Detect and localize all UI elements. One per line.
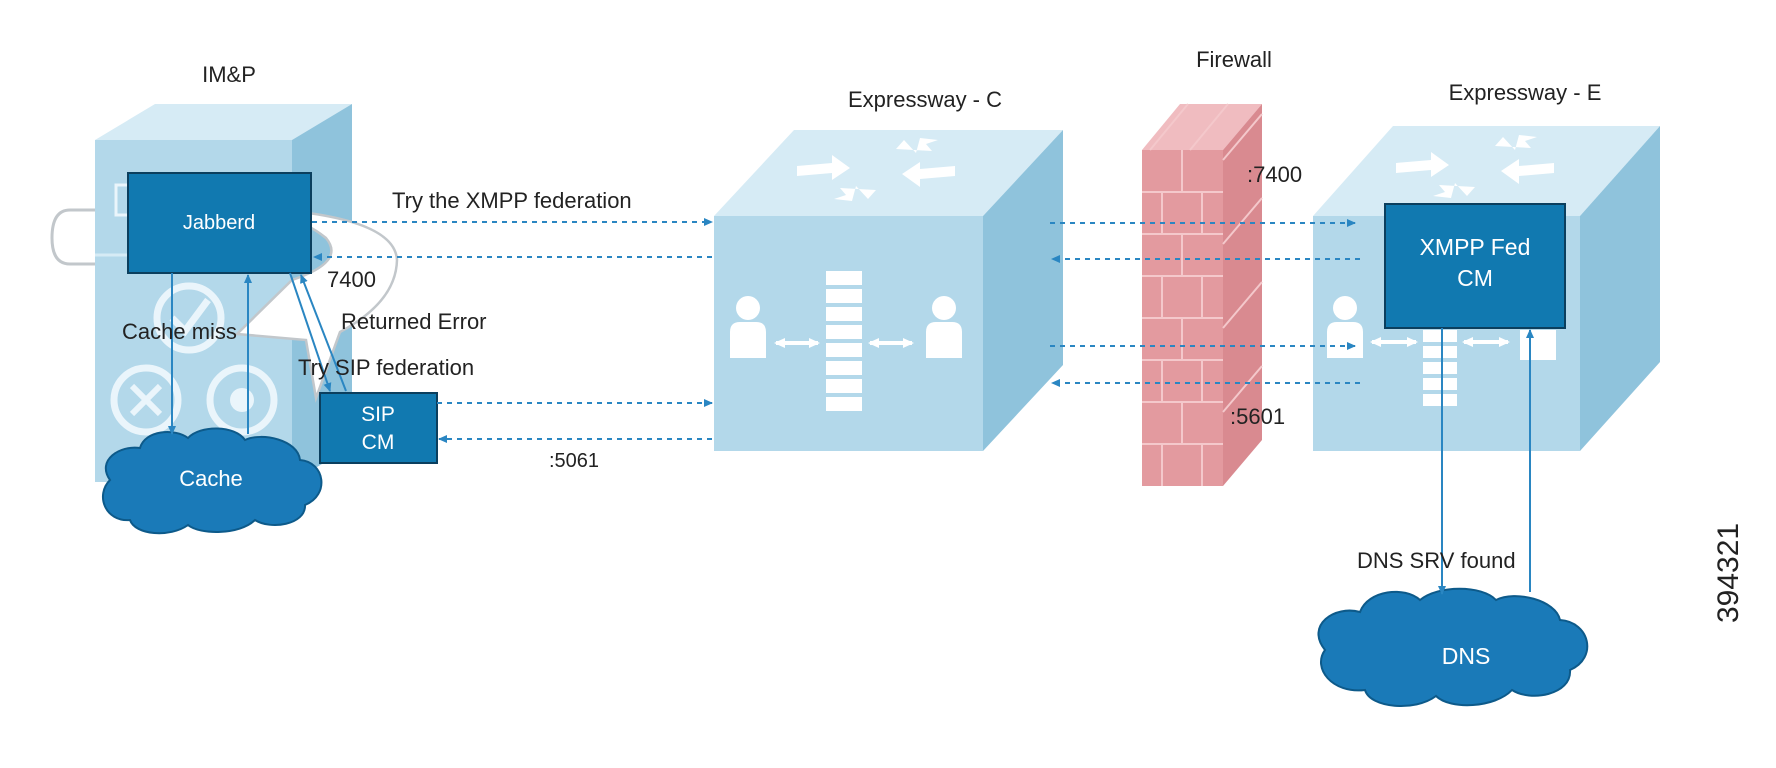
flow-arrows [312,218,1360,443]
try-xmpp-label: Try the XMPP federation [392,188,632,213]
sip-cm-label-line1: SIP [361,403,395,426]
imp-title: IM&P [202,62,256,87]
expressway-c-side [983,130,1063,451]
returned-error-label: Returned Error [341,309,487,334]
expressway-c-device [714,130,1063,451]
try-sip-label: Try SIP federation [298,355,474,380]
firewall-side [1223,104,1262,486]
sip-cm-box [319,392,438,464]
cache-cloud [101,427,323,535]
expressway-e-wall-icon [1423,330,1457,406]
jabberd-to-sip-arrow [289,272,332,392]
port-5601-fw-label: :5601 [1230,404,1285,429]
port-7400-left-label: 7400 [327,267,376,292]
cache-miss-label: Cache miss [122,319,237,344]
expressway-c-top [714,130,1063,216]
firewall-title: Firewall [1196,47,1272,72]
figure-id: 394321 [1712,523,1745,623]
expressway-e-top-arrows-icon [1396,135,1554,198]
expressway-c-title: Expressway - C [848,87,1002,112]
expressway-e-side [1580,126,1660,451]
expressway-e-top [1313,126,1660,216]
cancel-icon [110,364,182,436]
expressway-c-top-arrows-icon [797,138,955,201]
dns-srv-found-label: DNS SRV found [1357,548,1516,573]
jabberd-label: Jabberd [183,212,255,234]
sip-to-jabberd-arrow [300,274,347,392]
firewall-bricks [1142,103,1263,486]
imp-server-top [95,104,352,140]
xmpp-fed-cm-label-line2: CM [1457,265,1493,291]
expressway-c-person-left-icon [730,296,766,358]
check-icon [153,282,225,354]
dns-label: DNS [1442,643,1491,669]
expressway-e-title: Expressway - E [1449,80,1602,105]
expressway-c-wall-icon [826,271,862,411]
imp-server-handle [50,208,95,266]
xmpp-fed-cm-label-line1: XMPP Fed [1420,234,1531,260]
port-7400-fw-label: :7400 [1247,162,1302,187]
firewall-top [1142,104,1262,150]
firewall [1142,103,1263,486]
expressway-c-person-right-icon [926,296,962,358]
cache-label: Cache [179,466,243,491]
dns-cloud [1317,587,1589,707]
port-5061-label: :5061 [549,450,599,472]
expressway-e-person-right-icon [1520,330,1556,360]
xmpp-fed-cm-box [1384,203,1566,329]
jabberd-box [127,172,312,274]
sip-cm-label-line2: CM [362,431,395,454]
